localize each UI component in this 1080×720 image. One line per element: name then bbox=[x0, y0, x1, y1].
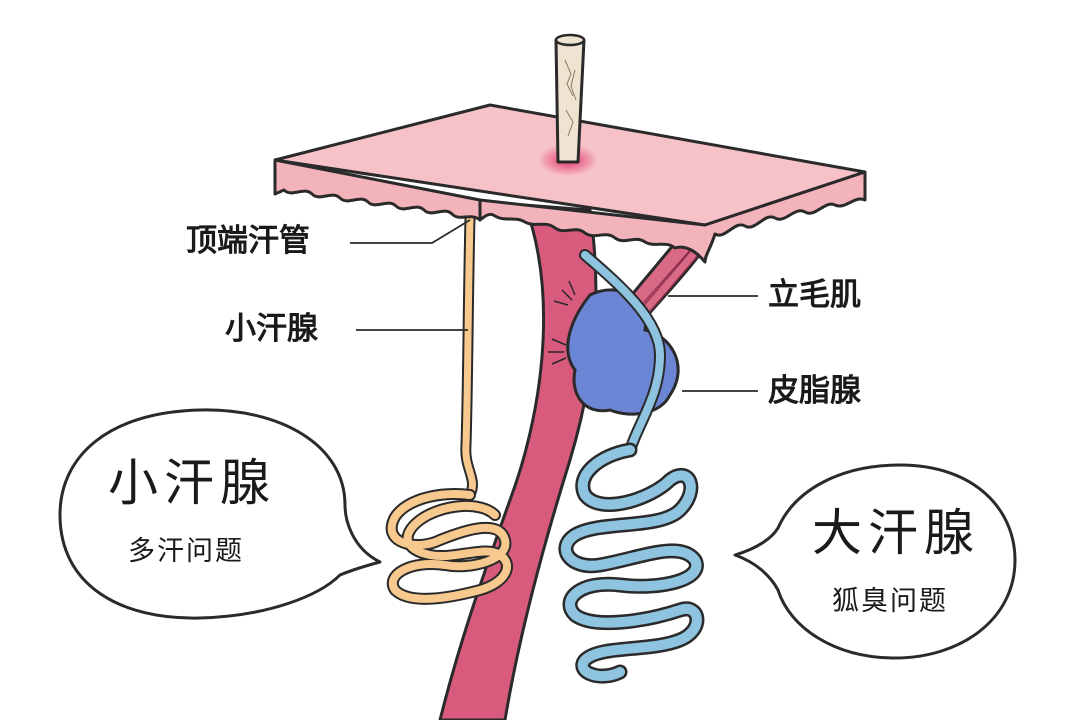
right-bubble-title: 大汗腺 bbox=[812, 504, 980, 562]
left-speech-bubble bbox=[58, 408, 382, 620]
right-speech-bubble bbox=[733, 463, 1017, 660]
label-arrector-pili: 立毛肌 bbox=[768, 277, 861, 313]
left-bubble-title: 小汗腺 bbox=[108, 454, 276, 512]
hair-shaft bbox=[554, 38, 586, 164]
leader-line-apical-duct bbox=[350, 219, 471, 244]
apocrine-coil bbox=[558, 442, 705, 684]
label-apical-duct: 顶端汗管 bbox=[186, 223, 310, 259]
label-eccrine-gland: 小汗腺 bbox=[225, 311, 318, 347]
label-sebaceous-gland: 皮脂腺 bbox=[768, 373, 861, 409]
skin-side-left bbox=[273, 158, 482, 222]
skin-side-right bbox=[478, 170, 867, 264]
left-bubble-subtitle: 多汗问题 bbox=[128, 536, 244, 567]
right-bubble-subtitle: 狐臭问题 bbox=[832, 586, 948, 617]
eccrine-coil bbox=[385, 488, 513, 605]
